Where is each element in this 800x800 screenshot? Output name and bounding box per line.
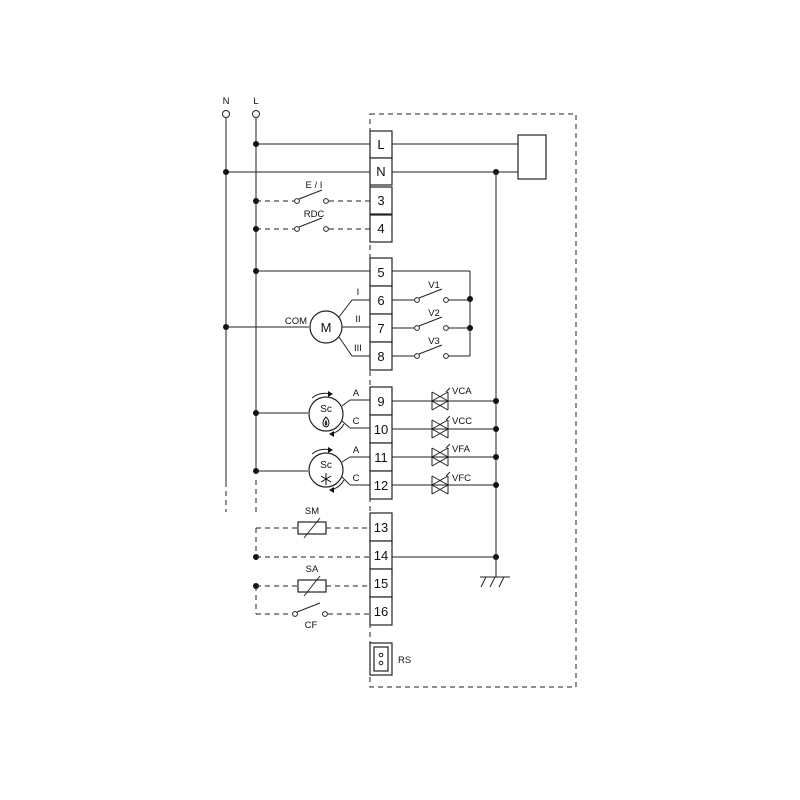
heating-open-label: A <box>353 388 360 399</box>
terminal-label-14: 14 <box>374 548 388 563</box>
terminal-label-7: 7 <box>377 321 384 336</box>
heating-valve-symbol: Sc <box>320 404 332 415</box>
terminal-label-15: 15 <box>374 576 388 591</box>
sensor-sa-label: SA <box>306 564 319 575</box>
speed-label-2: II <box>355 314 360 325</box>
switch-rdc: RDC <box>253 209 370 232</box>
cooling-close-label: C <box>353 473 360 484</box>
internal-power-module <box>517 134 547 180</box>
probe-common <box>253 554 370 560</box>
snowflake-icon <box>320 473 332 485</box>
terminal-strip <box>369 130 393 626</box>
supply-rails: N L <box>222 96 260 512</box>
power-connections <box>223 134 547 570</box>
relay-v1: V1 <box>392 280 470 303</box>
contact-cf: CF <box>255 586 370 631</box>
heating-valve-actuator: Sc A C <box>253 388 370 437</box>
relay-v3-label: V3 <box>428 336 440 347</box>
terminal-label-9: 9 <box>377 394 384 409</box>
terminal-labels: L N 3 4 5 6 7 8 9 10 11 12 13 14 15 16 <box>374 137 388 619</box>
terminal-label-10: 10 <box>374 422 388 437</box>
switch-rdc-label: RDC <box>304 209 325 220</box>
rs-connector: RS <box>369 642 411 676</box>
switch-ei-label: E / I <box>306 180 323 191</box>
contact-cf-label: CF <box>305 620 318 631</box>
terminal-label-12: 12 <box>374 478 388 493</box>
terminal-label-5: 5 <box>377 265 384 280</box>
speed-label-3: III <box>354 343 362 354</box>
sensor-sm: SM <box>255 506 370 557</box>
triac-vcc: VCC <box>392 415 499 439</box>
motor-symbol: M <box>321 320 332 335</box>
triac-vca: VCA <box>392 386 499 411</box>
triac-vcc-label: VCC <box>452 416 472 427</box>
sensor-sa: SA <box>253 564 370 597</box>
flame-icon <box>322 416 330 428</box>
ground-icon <box>392 554 510 588</box>
terminal-label-11: 11 <box>374 450 388 465</box>
sensor-sm-label: SM <box>305 506 319 517</box>
terminal-label-l: L <box>377 137 384 152</box>
cooling-valve-symbol: Sc <box>320 460 332 471</box>
cooling-open-label: A <box>353 445 360 456</box>
heating-close-label: C <box>353 416 360 427</box>
line-label: L <box>253 96 258 107</box>
relay-v3: V3 <box>392 328 471 359</box>
triac-vfa: VFA <box>392 443 499 467</box>
speed-label-1: I <box>357 287 360 298</box>
terminal-label-3: 3 <box>377 193 384 208</box>
terminal-label-13: 13 <box>374 520 388 535</box>
triac-vca-label: VCA <box>452 386 472 397</box>
triac-vfc-label: VFC <box>452 473 471 484</box>
terminal-label-n: N <box>376 164 385 179</box>
terminal-label-16: 16 <box>374 604 388 619</box>
terminal-label-8: 8 <box>377 349 384 364</box>
relay-v1-label: V1 <box>428 280 440 291</box>
terminal-label-6: 6 <box>377 293 384 308</box>
cooling-valve-actuator: Sc A C <box>253 445 370 493</box>
triac-vfa-label: VFA <box>452 444 471 455</box>
motor-common-label: COM <box>285 316 307 327</box>
switch-ei: E / I <box>253 180 370 204</box>
relay-v2-label: V2 <box>428 308 440 319</box>
fan-motor: COM M I II III <box>223 287 370 357</box>
terminal-label-4: 4 <box>377 221 384 236</box>
rs-connector-label: RS <box>398 655 411 666</box>
triac-vfc: VFC <box>392 471 499 495</box>
relay-v2: V2 <box>392 308 470 331</box>
neutral-label: N <box>223 96 230 107</box>
